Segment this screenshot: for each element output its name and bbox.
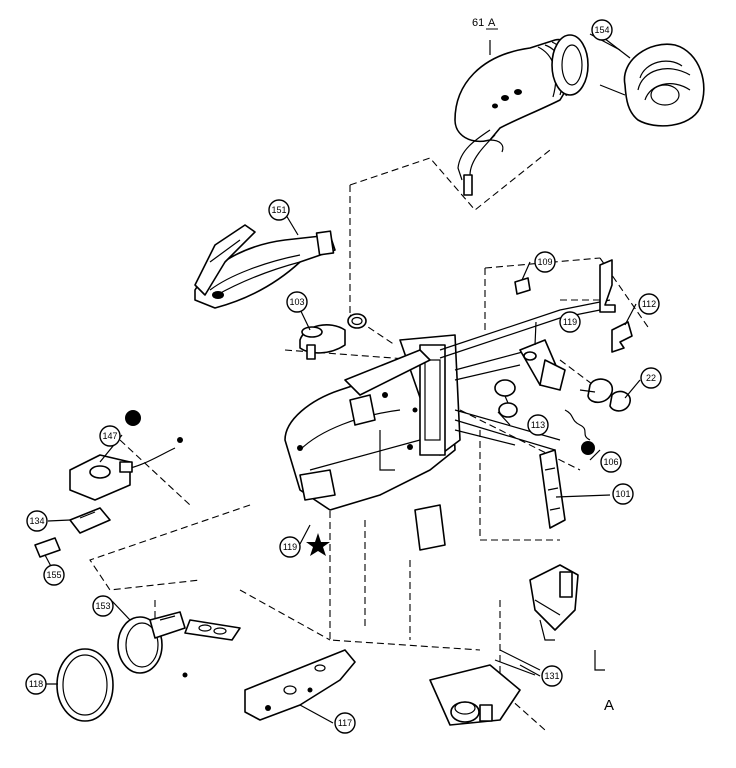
gear-part [494, 379, 518, 418]
callout-154: 154 [591, 19, 613, 41]
callout-101: 101 [612, 483, 634, 505]
bracket-assembly [519, 339, 631, 412]
callout-134: 134 [26, 510, 48, 532]
spring-part [564, 409, 591, 441]
callout-117: 117 [334, 712, 356, 734]
svg-text:101: 101 [615, 489, 630, 499]
callout-119-lower: 119 [279, 536, 301, 558]
o-ring [347, 313, 367, 329]
svg-text:131: 131 [544, 671, 559, 681]
callout-112: 112 [638, 293, 660, 315]
mount-part [69, 437, 183, 501]
lens-ring-153 [117, 611, 188, 678]
lower-right-assembly [494, 564, 579, 676]
callout-118: 118 [25, 673, 47, 695]
bottom-gear-assembly [429, 664, 521, 726]
callout-147: 147 [99, 425, 121, 447]
viewfinder-assembly [454, 34, 589, 196]
callout-131: 131 [541, 665, 563, 687]
view-label-a: A [604, 697, 614, 714]
callout-153: 153 [92, 595, 114, 617]
view-ref-letter: A [488, 17, 496, 29]
callout-22: 22 [640, 367, 662, 389]
svg-text:118: 118 [29, 679, 43, 689]
z-bracket [599, 259, 616, 313]
svg-text:103: 103 [289, 297, 304, 307]
callout-109: 109 [534, 251, 556, 273]
svg-text:106: 106 [603, 457, 618, 467]
svg-text:109: 109 [537, 257, 552, 267]
filled-callout-dot [125, 410, 141, 426]
svg-text:113: 113 [531, 420, 545, 430]
filled-callout-dot [581, 441, 595, 455]
callout-119: 119 [559, 311, 581, 333]
callout-103: 103 [286, 291, 308, 313]
callout-113: 113 [527, 414, 549, 436]
svg-text:119: 119 [283, 542, 297, 552]
svg-text:153: 153 [95, 601, 110, 611]
main-chassis [284, 334, 461, 511]
svg-text:151: 151 [271, 205, 286, 215]
right-bracket [539, 449, 566, 529]
callout-155: 155 [43, 564, 65, 586]
ring-118 [56, 648, 114, 722]
callout-151: 151 [268, 199, 290, 221]
guide-rails [439, 299, 611, 451]
svg-text:117: 117 [338, 718, 352, 728]
svg-text:22: 22 [646, 373, 656, 383]
hand-strap-part [194, 224, 336, 309]
center-plate [414, 504, 446, 551]
view-ref-label: 61 [472, 17, 484, 29]
screw-part [514, 277, 531, 295]
bracket-134 [69, 507, 111, 534]
svg-text:155: 155 [46, 570, 61, 580]
knob-part [299, 324, 346, 360]
eyecup-part [599, 34, 705, 127]
bracket-155 [34, 537, 61, 558]
svg-text:112: 112 [642, 299, 656, 309]
svg-text:147: 147 [102, 431, 117, 441]
callout-106: 106 [600, 451, 622, 473]
svg-text:134: 134 [29, 516, 44, 526]
svg-text:119: 119 [563, 317, 577, 327]
clip-part [611, 321, 633, 353]
bottom-plate-117 [244, 649, 356, 721]
oval-plate [184, 619, 241, 641]
svg-text:154: 154 [594, 25, 609, 35]
star-marker-icon [306, 533, 330, 556]
